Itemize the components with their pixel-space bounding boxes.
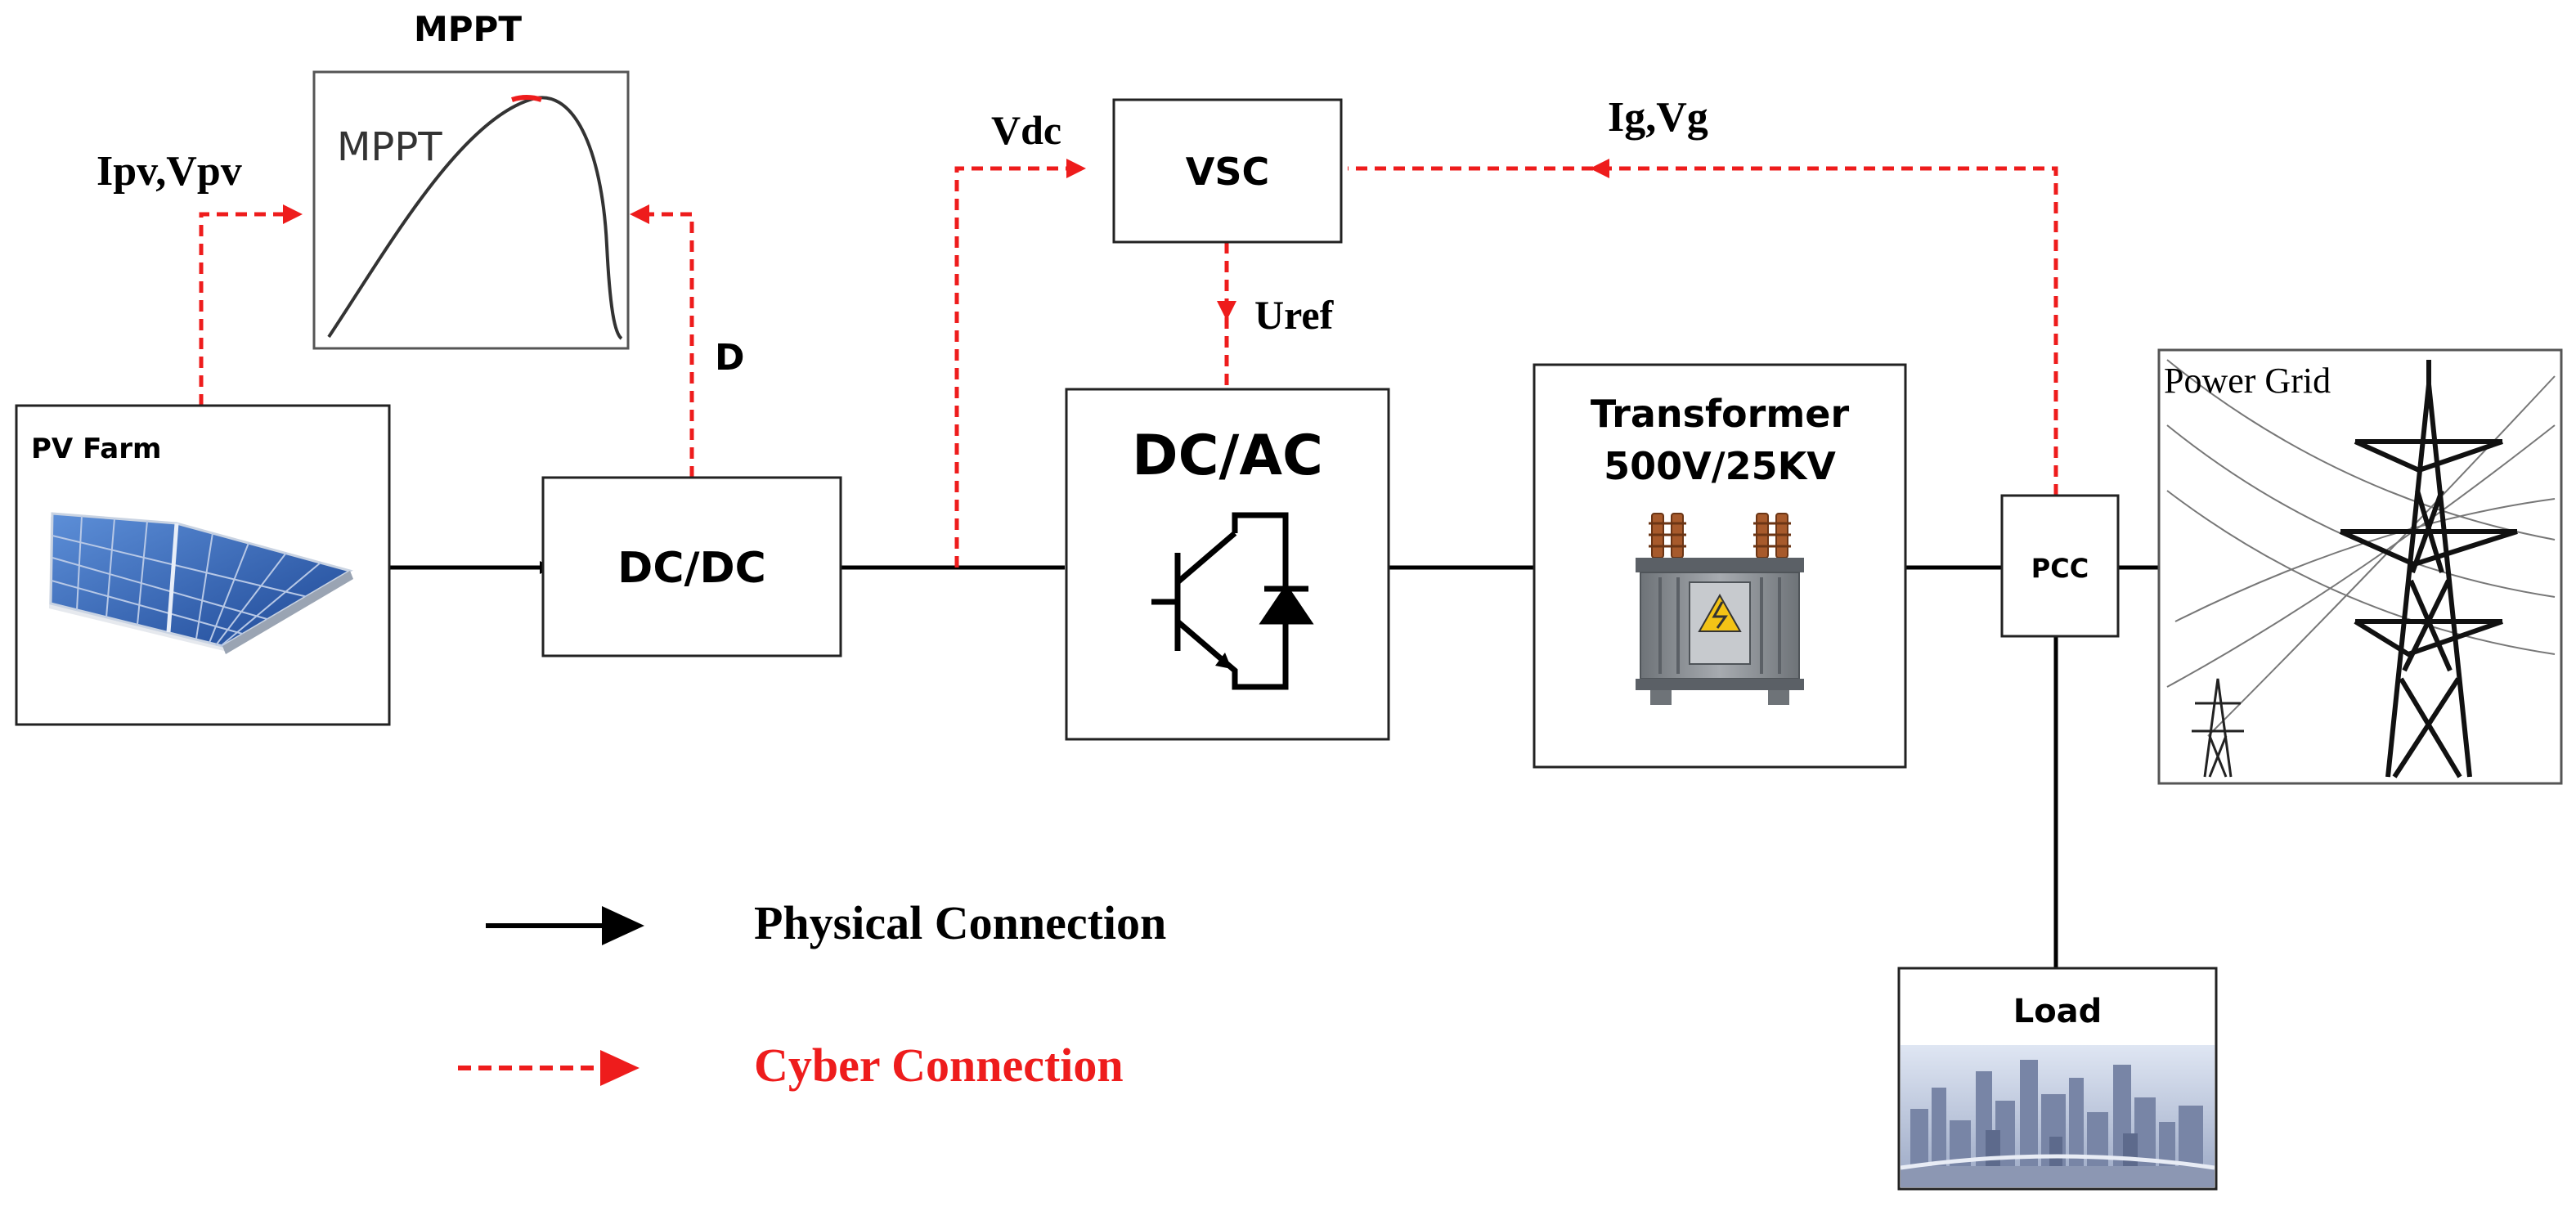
signal-labels: Ipv,Vpv D Vdc Ig,Vg Uref xyxy=(96,94,1708,379)
signal-uref: Uref xyxy=(1254,292,1335,338)
dcdc-box xyxy=(541,476,842,657)
transformer-label-line2: 500V/25KV xyxy=(1604,444,1836,488)
cyber-pcc-to-vsc xyxy=(1348,166,2058,496)
dcac-block: DC/AC xyxy=(1065,388,1390,741)
arrow-vdc xyxy=(1066,159,1086,178)
pcc-block: PCC xyxy=(2000,494,2120,638)
mppt-peak-marker xyxy=(511,95,542,102)
legend-physical-arrow-icon xyxy=(602,906,644,945)
transformer-icon xyxy=(1636,513,1804,705)
load-label: Load xyxy=(2013,993,2103,1030)
pcc-box xyxy=(2000,494,2120,638)
mppt-title: MPPT xyxy=(414,9,522,49)
pv-farm-label: PV Farm xyxy=(31,433,161,465)
small-tower-icon xyxy=(2192,678,2244,778)
cyber-vdc-to-vsc xyxy=(954,166,1070,568)
mppt-box xyxy=(312,70,630,350)
arrow-d xyxy=(630,204,649,224)
cyber-dcdc-to-mppt xyxy=(643,212,694,478)
igbt-emitter-arrow xyxy=(1215,653,1232,669)
signal-vdc: Vdc xyxy=(991,107,1061,153)
pv-farm-block: PV Farm xyxy=(15,404,391,726)
legend-physical-label: Physical Connection xyxy=(754,896,1166,949)
transformer-label-line1: Transformer xyxy=(1591,392,1850,436)
dcdc-label: DC/DC xyxy=(617,544,766,593)
pcc-label: PCC xyxy=(2031,553,2089,584)
igbt-diode-icon xyxy=(1151,512,1314,690)
arrow-uref xyxy=(1217,301,1236,321)
solar-panel-icon xyxy=(49,512,353,654)
physical-wiring xyxy=(389,565,2159,968)
dcac-box xyxy=(1065,388,1390,741)
signal-d: D xyxy=(715,337,745,379)
power-grid-block: Power Grid xyxy=(2157,348,2563,785)
arrow-ig-vg xyxy=(1590,159,1609,178)
signal-ipv-vpv: Ipv,Vpv xyxy=(96,148,242,195)
arrow-ipv-vpv xyxy=(283,204,303,224)
vsc-box xyxy=(1112,98,1343,244)
mppt-pv-curve xyxy=(327,96,623,340)
mppt-curve-label: MPPT xyxy=(337,124,442,170)
cyber-pv-to-mppt xyxy=(199,212,286,406)
dcac-label: DC/AC xyxy=(1132,424,1323,488)
legend-cyber-label: Cyber Connection xyxy=(754,1039,1124,1092)
legend: Physical Connection Cyber Connection xyxy=(458,896,1166,1092)
vsc-block: VSC xyxy=(1112,98,1343,244)
cyber-arrowheads xyxy=(283,159,1609,321)
cyber-wiring xyxy=(199,166,2058,568)
load-block: Load xyxy=(1897,967,2218,1191)
transmission-tower-icon xyxy=(2339,360,2518,778)
vsc-label: VSC xyxy=(1186,150,1270,194)
power-grid-label: Power Grid xyxy=(2164,361,2331,401)
legend-cyber-arrow-icon xyxy=(600,1050,640,1086)
power-grid-box xyxy=(2157,348,2563,785)
dcdc-block: DC/DC xyxy=(541,476,842,657)
mppt-block: MPPT xyxy=(312,70,630,350)
city-skyline-icon xyxy=(1900,1045,2215,1187)
transformer-block: Transformer 500V/25KV xyxy=(1533,363,1907,769)
signal-ig-vg: Ig,Vg xyxy=(1608,94,1708,141)
